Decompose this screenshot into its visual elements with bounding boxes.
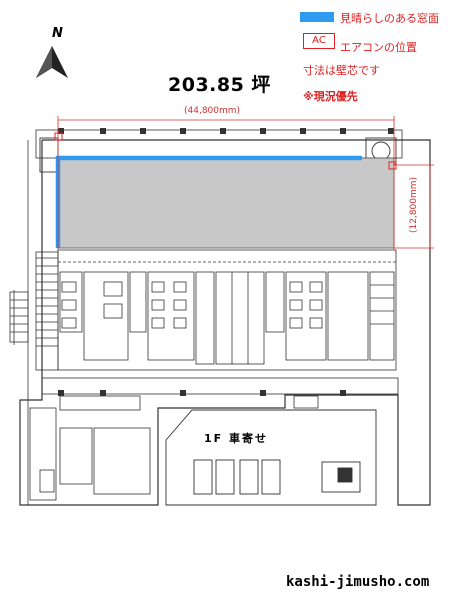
- compass-icon: [36, 46, 68, 78]
- site-watermark: kashi-jimusho.com: [286, 574, 430, 590]
- dimension-note: 寸法は壁芯です: [303, 64, 380, 77]
- compass-north-label: N: [52, 26, 63, 41]
- ac-markers: [54, 132, 397, 170]
- lower-rooms: [29, 407, 151, 501]
- dimension-lines: [57, 116, 434, 250]
- core-area: [9, 249, 397, 371]
- leased-area: [57, 157, 395, 249]
- ac-legend-label: エアコンの位置: [340, 41, 417, 54]
- driveway-label: 1F 車寄せ: [204, 432, 268, 445]
- width-dimension-label: (44,800mm): [184, 106, 241, 116]
- ac-legend-box: AC: [303, 33, 335, 49]
- depth-dimension-label: (12,800mm): [409, 176, 420, 234]
- window-legend-label: 見晴らしのある窓面: [340, 12, 439, 25]
- columns: [58, 128, 394, 396]
- floor-area-title: 203.85 坪: [168, 74, 271, 96]
- lower-corridor: [41, 377, 399, 411]
- window-legend-swatch: [300, 12, 334, 22]
- driveway-area: [165, 409, 377, 506]
- priority-note: ※現況優先: [303, 90, 358, 103]
